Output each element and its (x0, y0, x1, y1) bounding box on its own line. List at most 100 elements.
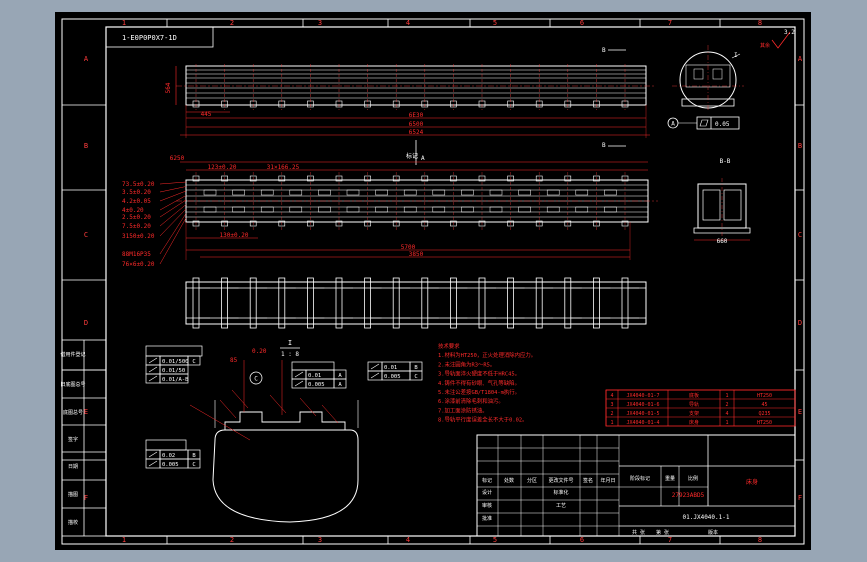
column-label-bottom: 1 (122, 536, 126, 544)
title-block: 标记处数分区更改文件号签名年月日设计标准化审核工艺批准阶段标记重量比例27923… (476, 434, 796, 537)
parts-list-cell: JX4040-01-5 (626, 411, 659, 417)
fcf-left-value: 0.01/50 (162, 368, 185, 374)
top-view-slot (575, 206, 589, 213)
top-view-slot (518, 189, 531, 196)
view-mark-a: A (421, 155, 425, 162)
leader-line (159, 204, 187, 227)
parts-list-cell: JX4040-01-6 (626, 402, 659, 408)
row-label-left: F (84, 494, 88, 502)
rail-view (185, 277, 647, 329)
top-view-boss (421, 175, 429, 182)
fcf-left-datum: C (192, 359, 195, 365)
section-base (693, 227, 751, 234)
dimension-text: 85 (230, 357, 238, 364)
row-label-left: E (84, 408, 88, 416)
top-view-slot (432, 206, 446, 213)
column-label-bottom: 2 (230, 536, 234, 544)
drawing-sheet (55, 12, 811, 550)
leader-line (159, 208, 187, 237)
flatness-value: 0.05 (715, 121, 730, 128)
row-label-right: B (798, 142, 802, 150)
top-view-boss (564, 220, 572, 227)
parts-list-cell: JX4040-01-4 (626, 420, 659, 426)
top-view-boss (307, 220, 314, 227)
roughness-value: 3.2 (784, 29, 795, 36)
tech-note-line: 8.导轨平行度误差全长不大于0.02。 (438, 416, 528, 424)
top-view-slot (232, 189, 245, 196)
leader-line (159, 213, 187, 255)
fcf-left-symbol (148, 357, 158, 364)
leader-line (159, 199, 187, 218)
top-view-boss (507, 220, 514, 227)
fcf-right-1-header (291, 361, 335, 371)
top-view-slot (403, 206, 417, 213)
rail-view-post (478, 277, 486, 329)
row-label-right: F (798, 494, 802, 502)
side-view-rail-slot (693, 68, 704, 80)
fcf-right-1-symbol (294, 371, 304, 378)
title-block-label: 设计 (482, 489, 492, 496)
leader-line (159, 181, 187, 185)
leader-line (231, 389, 249, 409)
top-view-slot (289, 206, 303, 213)
title-block-label: 处数 (504, 477, 514, 484)
fcf-left-symbol (148, 375, 158, 382)
leader-line (219, 399, 237, 419)
top-view-slot (461, 206, 474, 213)
dimension-text: 4.2±0.05 (122, 198, 151, 205)
dimension-text: 123±0.20 (208, 164, 237, 171)
top-view-boss (221, 220, 228, 227)
dimension-text: 76×6±0.20 (122, 261, 155, 268)
top-view-slot (260, 206, 274, 213)
top-view-boss (564, 175, 572, 182)
weight-label: 重量 (665, 475, 675, 482)
top-view-boss (478, 220, 486, 227)
dimension-text: 73.5±0.20 (122, 181, 155, 188)
top-view-slot (546, 206, 560, 213)
row-label-right: E (798, 408, 802, 416)
dimension-text: 4±0.20 (122, 207, 144, 214)
dimension-text: 660 (717, 238, 728, 245)
top-view-boss (392, 220, 400, 227)
fcf-left-value-cell (159, 373, 189, 384)
tech-note-line: 5.未注公差按GB/T1804-m执行。 (438, 388, 520, 396)
column-label-bottom: 7 (668, 536, 672, 544)
column-label-top: 7 (668, 19, 672, 27)
dimension-text: 6524 (409, 129, 424, 136)
rail-view-post (507, 277, 515, 329)
title-block-label: 批准 (482, 515, 492, 522)
parts-list-cell: 1 (725, 420, 728, 426)
technical-notes: 技术要求1.材料为HT250，正火处理消除内应力。2.未注圆角为R3～R5。3.… (438, 342, 536, 424)
tech-note-line: 3.导轨面淬火硬度不低于HRC45。 (438, 370, 520, 378)
side-view-rail-slot (712, 68, 723, 80)
column-label-top: 8 (758, 19, 762, 27)
top-view-boss (621, 220, 629, 227)
row-label-left: B (84, 142, 88, 150)
rail-view-post (192, 277, 200, 329)
fcf-bottom-datum-cell (187, 458, 201, 469)
fcf-bottom-symbol (148, 460, 158, 467)
parts-list-cell: 2 (610, 411, 613, 417)
fcf-bottom-symbol (148, 451, 158, 458)
inner-frame (105, 26, 796, 537)
top-view-label: 标记 (406, 152, 418, 160)
parts-list-cell: 45 (761, 402, 767, 408)
stage-label: 阶段标记 (630, 475, 650, 482)
tech-note-line: 4.铸件不得有砂眼、气孔等缺陷。 (438, 379, 520, 387)
rail-view-post (449, 277, 457, 329)
dimension-text: 3150±0.20 (122, 233, 155, 240)
dimension-text: 88M16P35 (122, 251, 151, 258)
dimension-text: 3850 (409, 251, 424, 258)
fcf-right-2-value: 0.01 (384, 365, 397, 371)
section-cavity-right (723, 189, 742, 221)
top-view-slot (375, 206, 388, 213)
side-view-label: I (734, 52, 738, 59)
column-label-bottom: 8 (758, 536, 762, 544)
rail-view-post (535, 277, 543, 329)
fcf-left-value: 0.01/500 (162, 359, 189, 365)
leader-line (731, 53, 741, 59)
parts-list-cell: 4 (610, 393, 613, 399)
